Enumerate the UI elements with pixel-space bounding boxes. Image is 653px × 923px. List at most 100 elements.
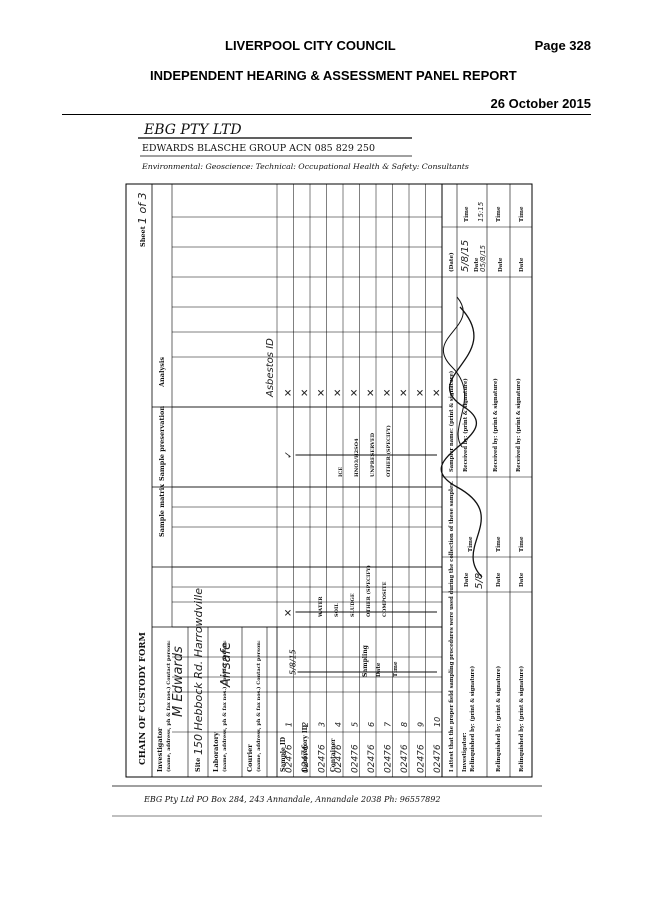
form-body: CHAIN OF CUSTODY FORM Sheet 1 of 3 Inves…: [125, 183, 533, 778]
company-tagline: Environmental: Geoscience: Technical: Oc…: [141, 162, 469, 171]
sample-id: 02476: [417, 744, 427, 773]
received-time-label: Time: [464, 206, 470, 222]
sampler-date-label: (Date): [448, 252, 455, 272]
relinq-time-label-2: Time: [496, 536, 502, 552]
sheet-value: 1 of 3: [136, 192, 149, 224]
lab-id: 3: [318, 722, 327, 727]
received-date: 05/8/15: [479, 244, 487, 272]
analysis-value: Asbestos ID: [265, 338, 276, 398]
analysis-mark: ✕: [416, 389, 427, 397]
received-2: Received by: (print & signature): [492, 378, 499, 472]
col-container: Container: [330, 738, 337, 772]
matrix-col-label: WATER: [318, 596, 324, 618]
analysis-mark: ✕: [399, 389, 410, 397]
sample-id: 02476: [400, 744, 410, 773]
company-name: EDWARDS BLASCHE GROUP ACN 085 829 250: [142, 143, 375, 154]
received-time-label-3: Time: [519, 206, 525, 222]
analysis-mark: ✕: [366, 389, 377, 397]
signature-scribble: [440, 306, 483, 578]
investigator-value: M Edwards: [171, 646, 186, 717]
matrix-col-label: SOIL: [334, 603, 340, 617]
courier-label: Courier: [246, 744, 254, 772]
analysis-mark: ✕: [333, 389, 344, 397]
laboratory-label: Laboratory: [212, 732, 220, 772]
col-sample-matrix: Sample matrix: [158, 484, 166, 537]
sample-id: 02476: [318, 744, 328, 773]
council-name: LIVERPOOL CITY COUNCIL: [225, 38, 396, 53]
received-3: Received by: (print & signature): [515, 378, 522, 472]
analysis-mark: ✕: [284, 389, 295, 397]
col-time: Time: [393, 661, 399, 677]
analysis-mark: ✕: [300, 389, 311, 397]
lab-id: 6: [367, 722, 376, 727]
analysis-mark: ✕: [432, 389, 443, 397]
logo-text: EBG PTY LTD: [143, 122, 242, 138]
received-time-label-2: Time: [496, 206, 502, 222]
investigator-sub: (name, address, ph & fax nos.) Contact p…: [165, 640, 172, 772]
site-label: Site: [194, 758, 202, 772]
form-scan-svg: EBG PTY LTD EDWARDS BLASCHE GROUP ACN 08…: [112, 122, 542, 817]
soil-mark: ✕: [284, 609, 295, 617]
lab-id: 8: [400, 722, 409, 727]
relinquished-3: Relinquished by: (print & signature): [518, 666, 525, 772]
investigator-label: Investigator: [156, 727, 164, 772]
report-date: 26 October 2015: [490, 96, 591, 111]
matrix-col-label: OTHER (SPECIFY): [365, 565, 372, 617]
sample-id: 02476: [285, 744, 295, 773]
col-sampling: Sampling: [362, 644, 369, 677]
col-date: Date: [376, 662, 382, 677]
sample-id: 02476: [367, 744, 377, 773]
lab-id: 4: [334, 722, 343, 727]
lab-id: 1: [285, 722, 294, 727]
col-sample-id: Sample ID: [280, 737, 287, 772]
sample-id: 02476: [384, 744, 394, 773]
analysis-mark: ✕: [350, 389, 361, 397]
matrix-columns: WATER SOIL SLUDGE OTHER (SPECIFY) COMPOSITE: [318, 565, 388, 618]
relinq-date: 5/8: [474, 573, 485, 589]
lab-id: 7: [384, 721, 393, 727]
form-footer: EBG Pty Ltd PO Box 284, 243 Annandale, A…: [143, 795, 440, 804]
received-1: Received by: (print & signature): [462, 378, 469, 472]
preservation-col-label: ICE: [338, 467, 344, 477]
sample-id: 02476: [351, 744, 361, 773]
form-title: CHAIN OF CUSTODY FORM: [138, 632, 148, 765]
relinq-date-label: Date: [464, 572, 470, 587]
relinquished-2: Relinquished by: (print & signature): [495, 666, 502, 772]
sample-id: 02476: [334, 744, 344, 773]
sample-id: 02476: [301, 744, 311, 773]
analysis-mark: ✕: [383, 389, 394, 397]
relinq-time-label-3: Time: [519, 536, 525, 552]
received-date-label-3: Date: [519, 257, 525, 272]
relinq-time-label: Time: [468, 536, 474, 552]
site-value: 150 Hebbock Rd. Harrowdville: [192, 588, 205, 755]
analysis-mark: ✕: [317, 389, 328, 397]
page-number: Page 328: [534, 38, 591, 53]
relinquished-1: Relinquished by: (print & signature): [469, 666, 476, 772]
lab-id: 10: [433, 717, 442, 727]
scanned-form: EBG PTY LTD EDWARDS BLASCHE GROUP ACN 08…: [112, 122, 542, 822]
col-analysis: Analysis: [158, 357, 166, 388]
sample-grid: 024761✕024762✕024763✕024764✕024765✕02476…: [172, 184, 443, 777]
sheet-label: Sheet: [139, 226, 147, 247]
sampler-date: 5/8/15: [460, 240, 471, 272]
col-sample-preservation: Sample preservation: [158, 406, 166, 481]
received-time: 15:15: [477, 201, 485, 222]
sampling-date: 5/8/15: [289, 649, 298, 675]
sampler-name-label: Sampler name: (print & signature): [448, 371, 455, 472]
preservation-col-label: HNO3/H2SO4: [354, 438, 360, 477]
lab-id: 9: [417, 722, 426, 727]
laboratory-value: Airsafe: [219, 642, 234, 688]
matrix-col-label: SLUDGE: [350, 593, 356, 617]
laboratory-sub: (name, address, ph & fax nos.) Contact p…: [221, 640, 228, 772]
relinq-date-label-3: Date: [519, 572, 525, 587]
signature-scribble-2: [443, 296, 465, 448]
matrix-col-label: COMPOSITE: [382, 581, 388, 617]
attest-text: I attest that the proper field sampling …: [449, 481, 455, 772]
header-rule: [62, 114, 591, 115]
lab-id: 2: [301, 722, 310, 727]
col-lab-id: Laboratory ID: [302, 725, 309, 772]
sample-id: 02476: [433, 744, 443, 773]
report-title: INDEPENDENT HEARING & ASSESSMENT PANEL R…: [150, 68, 517, 83]
received-date-label: Date: [474, 257, 480, 272]
